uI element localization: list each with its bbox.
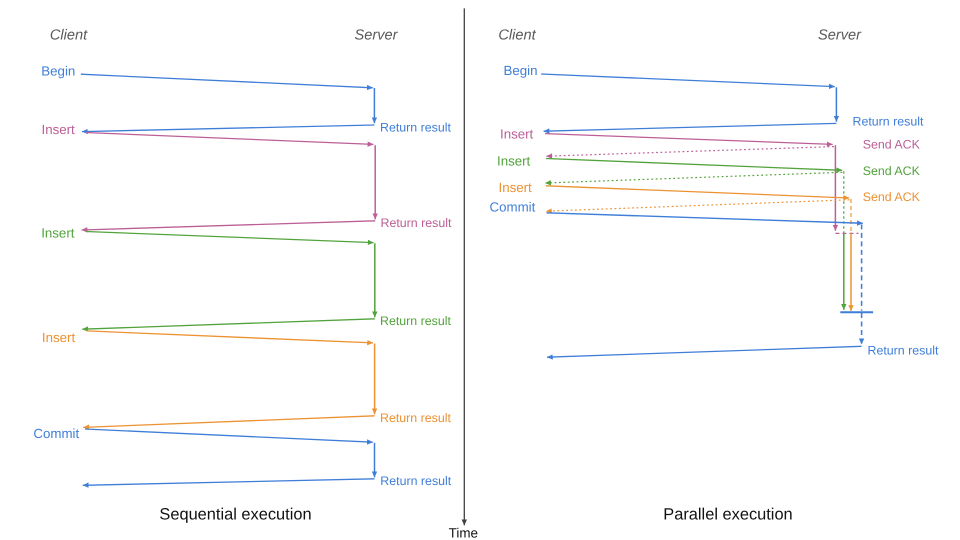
svg-text:Return result: Return result	[380, 120, 451, 134]
svg-text:Client: Client	[50, 28, 88, 44]
svg-text:Return result: Return result	[853, 114, 924, 128]
svg-text:Client: Client	[498, 28, 536, 44]
svg-text:Return result: Return result	[380, 474, 451, 488]
svg-text:Begin: Begin	[41, 63, 75, 78]
svg-text:Insert: Insert	[42, 122, 76, 137]
svg-text:Parallel execution: Parallel execution	[663, 506, 792, 524]
svg-text:Server: Server	[355, 28, 399, 44]
svg-text:Time: Time	[449, 526, 478, 540]
svg-text:Send ACK: Send ACK	[863, 138, 921, 152]
svg-text:Begin: Begin	[504, 63, 538, 78]
svg-text:Commit: Commit	[490, 200, 536, 215]
svg-text:Return result: Return result	[381, 216, 452, 230]
svg-text:Server: Server	[818, 28, 862, 44]
svg-text:Return result: Return result	[380, 314, 451, 328]
svg-text:Insert: Insert	[42, 330, 76, 345]
svg-text:Insert: Insert	[499, 180, 533, 195]
svg-text:Commit: Commit	[33, 426, 79, 441]
svg-text:Insert: Insert	[497, 153, 531, 168]
svg-text:Return result: Return result	[868, 344, 939, 358]
svg-text:Insert: Insert	[500, 126, 534, 141]
svg-text:Sequential execution: Sequential execution	[159, 506, 311, 524]
svg-text:Send ACK: Send ACK	[863, 164, 921, 178]
svg-text:Insert: Insert	[41, 226, 75, 241]
svg-text:Send ACK: Send ACK	[863, 190, 921, 204]
svg-text:Return result: Return result	[380, 411, 451, 425]
